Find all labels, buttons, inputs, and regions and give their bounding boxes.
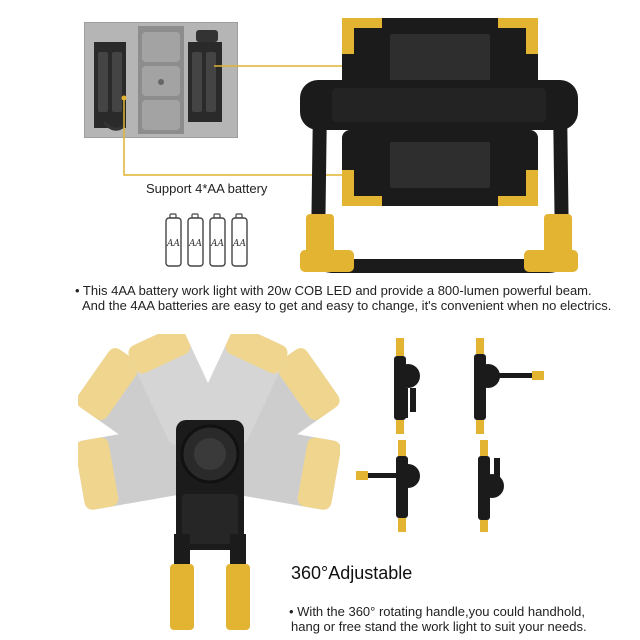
side-view-handle-left — [356, 440, 420, 532]
side-view-handle-up — [478, 440, 504, 532]
svg-text:AA: AA — [210, 239, 224, 249]
svg-text:AA: AA — [166, 239, 180, 249]
rotation-description-line-1: • With the 360° rotating handle,you coul… — [289, 604, 585, 619]
rotation-fan-illustration — [78, 334, 340, 634]
aa-battery-icon: AA — [187, 213, 204, 267]
battery-compartment-photo — [84, 22, 238, 138]
svg-text:AA: AA — [188, 239, 202, 249]
battery-description-line-2: And the 4AA batteries are easy to get an… — [82, 298, 612, 313]
side-view-handle-down — [394, 338, 420, 434]
aa-battery-icon: AA — [231, 213, 248, 267]
side-view-positions — [354, 336, 554, 536]
aa-batteries-icon: AA AA AA AA — [164, 212, 254, 270]
rotation-heading: 360°Adjustable — [291, 563, 413, 583]
rotation-description: • With the 360° rotating handle,you coul… — [289, 604, 629, 634]
battery-description: • This 4AA battery work light with 20w C… — [75, 283, 615, 313]
rotation-description-line-2: hang or free stand the work light to sui… — [291, 619, 587, 634]
aa-battery-icon: AA — [209, 213, 226, 267]
battery-support-label: Support 4*AA battery — [146, 181, 268, 196]
svg-text:AA: AA — [232, 239, 246, 249]
side-view-handle-right — [474, 338, 544, 434]
battery-description-line-1: • This 4AA battery work light with 20w C… — [75, 283, 592, 298]
aa-battery-icon: AA — [165, 213, 182, 267]
work-light-product — [298, 14, 580, 276]
